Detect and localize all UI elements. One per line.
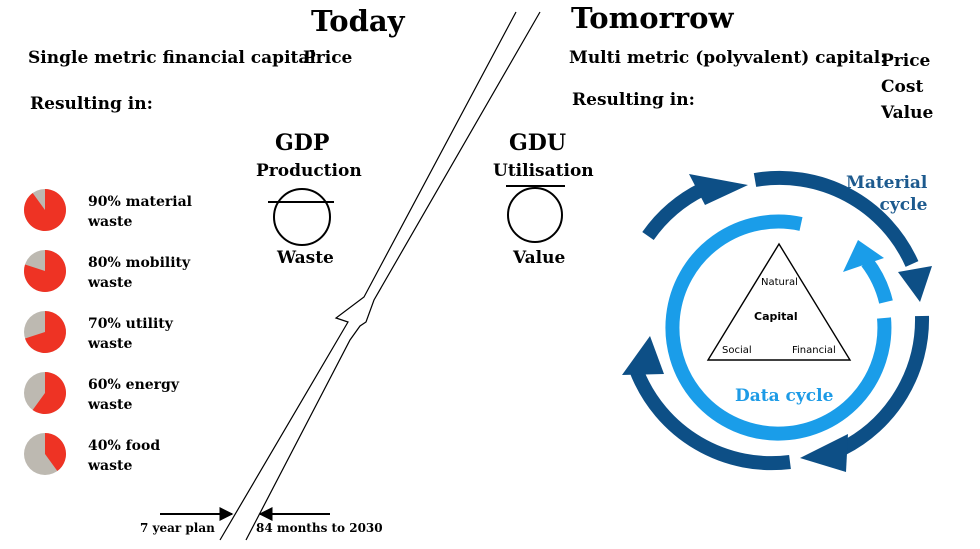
material-cycle-arrowhead-left (622, 336, 664, 375)
tomorrow-metric-values: Price Cost Value (881, 48, 933, 126)
pie-food-slice (45, 433, 67, 471)
triangle-social: Social (722, 345, 752, 356)
pie-energy-slice (32, 372, 67, 414)
data-cycle (665, 214, 893, 441)
time-divider-left-line (219, 11, 517, 541)
months-label: 84 months to 2030 (256, 521, 383, 535)
gdp-circle (273, 188, 331, 246)
material-cycle-arc-bottom-right (838, 315, 930, 456)
metric-price: Price (881, 51, 931, 71)
material-cycle-arrowhead-top (689, 174, 748, 205)
gdu-title: GDU (509, 130, 567, 156)
triangle-financial: Financial (792, 345, 836, 356)
material-cycle-arc-top (642, 182, 707, 241)
today-resulting-label: Resulting in: (30, 94, 153, 114)
tomorrow-title: Tomorrow (571, 1, 734, 35)
material-cycle (622, 170, 932, 472)
triangle-natural: Natural (761, 277, 798, 288)
today-metric-value: Price (303, 48, 353, 68)
today-metric-label: Single metric financial capital: (28, 48, 323, 68)
waste-label-material: 90% material waste (88, 194, 193, 230)
data-cycle-arc-left (665, 214, 892, 441)
data-cycle-arrowhead (843, 240, 884, 272)
gdu-bottom-label: Value (513, 248, 566, 268)
gdp-top-label: Production (256, 161, 362, 181)
waste-label-food: 40% food waste (88, 438, 161, 474)
waste-label-energy: 60% energy waste (88, 377, 179, 413)
material-cycle-arc-right (753, 170, 919, 267)
data-cycle-arc-right (861, 257, 893, 304)
tomorrow-resulting-label: Resulting in: (572, 90, 695, 110)
time-divider-right-line (245, 11, 541, 541)
material-cycle-label: Material cycle (846, 173, 928, 215)
pie-material-slice (24, 189, 67, 231)
metric-value: Value (881, 103, 934, 123)
gdp-bottom-label: Waste (277, 248, 334, 268)
gdp-title: GDP (275, 130, 330, 156)
pie-mobility-slice (23, 250, 66, 292)
material-cycle-arrowhead-bottom (800, 434, 848, 472)
pie-utility-slice (25, 311, 67, 354)
material-cycle-arc-bottom-left (630, 369, 791, 471)
waste-pies (23, 189, 67, 475)
waste-label-utility: 70% utility waste (88, 316, 173, 352)
metric-cost: Cost (881, 77, 924, 97)
gdu-circle (507, 187, 563, 243)
tomorrow-metric-label: Multi metric (polyvalent) capital: (569, 48, 887, 68)
triangle-capital: Capital (754, 310, 798, 323)
today-title: Today (311, 4, 405, 38)
data-cycle-label: Data cycle (735, 386, 834, 406)
capital-triangle (706, 242, 852, 361)
data-cycle-arc-top-right (805, 214, 865, 247)
plan-label: 7 year plan (140, 521, 215, 535)
material-cycle-arrowhead-right (898, 266, 932, 302)
waste-label-mobility: 80% mobility waste (88, 255, 191, 291)
gdu-top-label: Utilisation (493, 161, 594, 181)
